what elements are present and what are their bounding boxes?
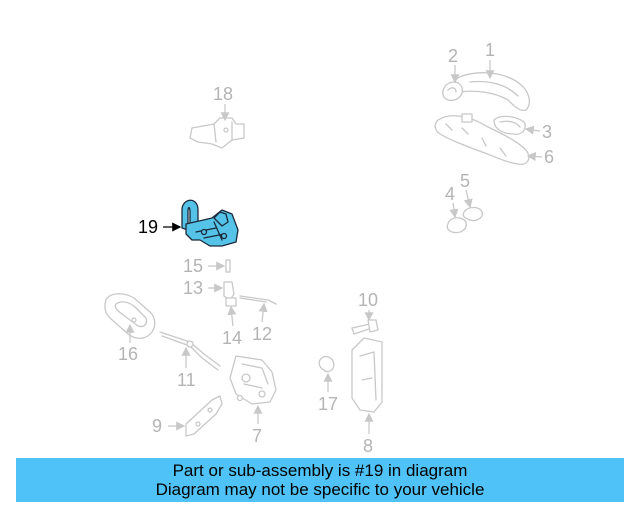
callout-17: 17 bbox=[318, 394, 338, 414]
part-14-rod-clip bbox=[225, 297, 237, 307]
callout-13: 13 bbox=[183, 278, 203, 298]
part-10-screw bbox=[351, 319, 379, 335]
banner-line-1: Part or sub-assembly is #19 in diagram bbox=[172, 461, 468, 480]
part-7-door-latch bbox=[229, 355, 277, 405]
part-15-pin bbox=[225, 259, 231, 273]
part-3-gasket bbox=[493, 115, 526, 135]
part-18-hinge-bracket bbox=[189, 117, 245, 149]
callout-5: 5 bbox=[460, 171, 470, 191]
part-12-rod bbox=[239, 295, 277, 305]
callout-10: 10 bbox=[358, 290, 378, 310]
callout-9: 9 bbox=[152, 416, 162, 436]
callout-7: 7 bbox=[252, 426, 262, 446]
part-6-handle-bracket bbox=[434, 113, 530, 165]
callout-2: 2 bbox=[448, 46, 458, 66]
banner-line-2: Diagram may not be specific to your vehi… bbox=[155, 480, 485, 499]
part-16-inside-handle bbox=[104, 293, 156, 339]
leader-arrows bbox=[125, 60, 543, 434]
part-2-handle-pad bbox=[442, 81, 463, 102]
callout-8: 8 bbox=[363, 436, 373, 456]
callout-14: 14 bbox=[222, 328, 242, 348]
part-11-long-rod bbox=[159, 331, 221, 371]
callout-3: 3 bbox=[542, 122, 552, 142]
callout-11: 11 bbox=[177, 370, 196, 390]
part-8-lock-cover bbox=[351, 337, 383, 413]
part-13-clip bbox=[223, 281, 235, 301]
callout-19: 19 bbox=[138, 217, 158, 237]
callout-4: 4 bbox=[445, 184, 455, 204]
part-19-latch-assembly bbox=[181, 199, 239, 247]
part-1-outside-handle bbox=[452, 72, 531, 112]
part-9-bracket bbox=[185, 395, 223, 437]
callout-16: 16 bbox=[118, 344, 138, 364]
callout-6: 6 bbox=[544, 147, 554, 167]
callout-18: 18 bbox=[213, 84, 233, 104]
callout-1: 1 bbox=[485, 40, 495, 60]
part-5-cap bbox=[462, 206, 483, 222]
callout-15: 15 bbox=[183, 256, 203, 276]
callout-12: 12 bbox=[252, 324, 272, 344]
part-4-cap bbox=[446, 217, 467, 234]
info-banner: Part or sub-assembly is #19 in diagram D… bbox=[16, 458, 624, 502]
part-17-grommet bbox=[318, 355, 335, 373]
